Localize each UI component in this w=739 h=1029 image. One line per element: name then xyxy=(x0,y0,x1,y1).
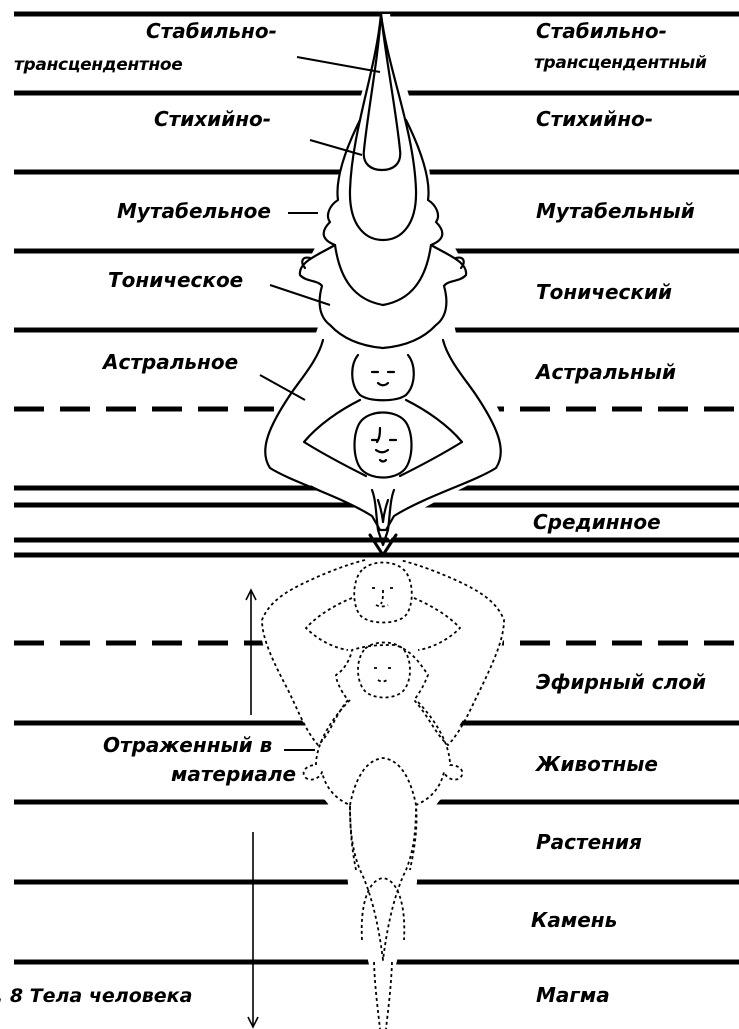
label-right-animals: Животные xyxy=(536,754,658,774)
label-right-magma: Магма xyxy=(536,985,610,1005)
label-right-stable-2: трансцендентный xyxy=(534,55,707,72)
label-left-mutable: Мутабельное xyxy=(117,201,271,221)
label-left-reflected-2: материале xyxy=(171,764,296,784)
label-left-tonic: Тоническое xyxy=(108,270,243,290)
figure-caption: . 8 Тела человека xyxy=(0,987,192,1006)
label-left-stable-2: трансцендентное xyxy=(14,57,183,74)
label-left-spontaneous: Стихийно- xyxy=(154,109,271,129)
label-right-middle: Срединное xyxy=(533,512,661,532)
label-right-spontaneous: Стихийно- xyxy=(536,109,653,129)
label-right-mutable: Мутабельный xyxy=(536,201,695,221)
label-left-astral: Астральное xyxy=(103,352,238,372)
label-right-stable-1: Стабильно- xyxy=(536,21,667,41)
figure-mask xyxy=(262,14,509,1029)
label-right-ether: Эфирный слой xyxy=(536,672,706,692)
label-right-stone: Камень xyxy=(531,910,617,930)
label-left-reflected-1: Отраженный в xyxy=(103,735,272,755)
label-left-stable-1: Стабильно- xyxy=(146,21,277,41)
label-right-astral: Астральный xyxy=(536,362,676,382)
label-right-tonic: Тонический xyxy=(536,282,672,302)
label-right-plants: Растения xyxy=(536,832,642,852)
